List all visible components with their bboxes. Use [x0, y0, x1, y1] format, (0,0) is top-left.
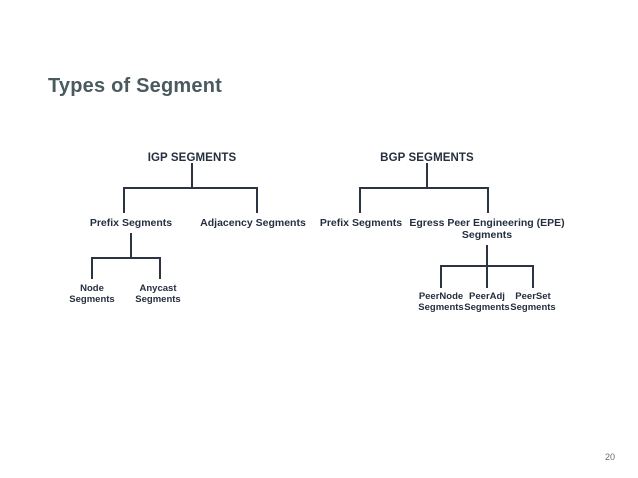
igp-prefix-segments-label: Prefix Segments	[89, 217, 173, 229]
igp-adjacency-segments-label: Adjacency Segments	[200, 217, 306, 229]
bgp-segments-root-label: BGP SEGMENTS	[380, 152, 474, 164]
bgp-peernode-segments-label: PeerNode Segments	[418, 291, 464, 314]
bgp-peerset-segments-label: PeerSet Segments	[510, 291, 556, 314]
igp-node-segments-label: Node Segments	[69, 283, 115, 306]
bgp-prefix-segments-label: Prefix Segments	[319, 217, 403, 229]
bgp-epe-segments-label: Egress Peer Engineering (EPE) Segments	[409, 217, 565, 242]
page-title: Types of Segment	[48, 75, 222, 97]
igp-anycast-segments-label: Anycast Segments	[135, 283, 181, 306]
page-number: 20	[604, 452, 615, 462]
igp-segments-root-label: IGP SEGMENTS	[147, 152, 237, 164]
bgp-peeradj-segments-label: PeerAdj Segments	[464, 291, 510, 314]
